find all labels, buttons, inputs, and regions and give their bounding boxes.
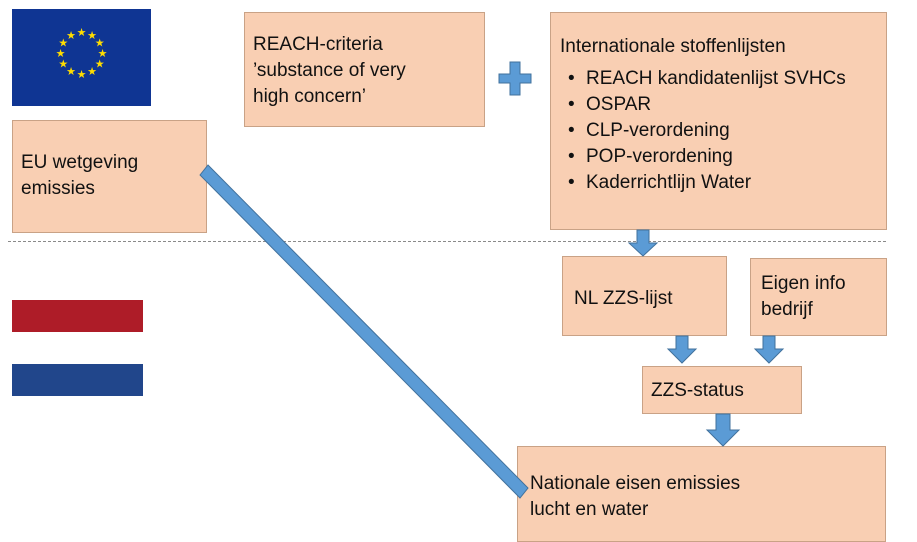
nl-zzs-list-label: NL ZZS-lijst: [574, 288, 673, 309]
plus-icon: [498, 61, 532, 96]
reach-criteria-box: REACH-criteria ’substance of very high c…: [244, 12, 485, 127]
svg-text:★: ★: [66, 65, 76, 78]
eu-flag: ★ ★ ★ ★ ★ ★ ★ ★ ★ ★ ★ ★: [12, 9, 151, 106]
svg-text:★: ★: [66, 29, 76, 42]
company-info-box: Eigen info bedrijf: [750, 258, 887, 336]
svg-text:★: ★: [87, 29, 97, 42]
down-arrow-nl-to-status: [666, 335, 698, 364]
international-lists: REACH kandidatenlijst SVHCs OSPAR CLP-ve…: [560, 66, 886, 196]
svg-text:★: ★: [77, 68, 87, 81]
eu-stars: ★ ★ ★ ★ ★ ★ ★ ★ ★ ★ ★ ★: [56, 26, 108, 81]
svg-text:★: ★: [58, 37, 68, 50]
eu-legislation-line2: emissies: [21, 178, 95, 199]
zzs-status-box: ZZS-status: [642, 366, 802, 414]
down-arrow-info-to-status: [753, 335, 785, 364]
list-item: POP-verordening: [560, 144, 886, 170]
svg-text:★: ★: [77, 26, 87, 39]
down-arrow-intl-to-nl: [627, 229, 659, 257]
reach-criteria-line2: ’substance of very: [253, 60, 406, 81]
list-item: REACH kandidatenlijst SVHCs: [560, 66, 886, 92]
diagonal-arrow: [199, 164, 529, 499]
svg-text:★: ★: [56, 47, 66, 60]
list-item: Kaderrichtlijn Water: [560, 170, 886, 196]
svg-text:★: ★: [98, 47, 108, 60]
company-info-line1: Eigen info: [761, 273, 846, 294]
list-item: CLP-verordening: [560, 118, 886, 144]
svg-text:★: ★: [87, 65, 97, 78]
svg-text:★: ★: [95, 37, 105, 50]
nl-zzs-list-box: NL ZZS-lijst: [562, 256, 727, 336]
national-requirements-line1: Nationale eisen emissies: [530, 473, 741, 494]
reach-criteria-line1: REACH-criteria: [253, 34, 383, 55]
international-lists-box: Internationale stoffenlijsten REACH kand…: [550, 12, 887, 230]
international-lists-title: Internationale stoffenlijsten: [560, 36, 786, 57]
zzs-status-label: ZZS-status: [651, 380, 744, 401]
eu-legislation-box: EU wetgeving emissies: [12, 120, 207, 233]
company-info-line2: bedrijf: [761, 299, 813, 320]
down-arrow-status-to-national: [705, 413, 741, 447]
svg-text:★: ★: [95, 58, 105, 71]
list-item: OSPAR: [560, 92, 886, 118]
nl-flag-red-stripe: [12, 300, 143, 332]
eu-nl-separator-line: [8, 241, 886, 242]
eu-legislation-line1: EU wetgeving: [21, 152, 139, 173]
national-requirements-line2: lucht en water: [530, 499, 649, 520]
svg-text:★: ★: [58, 58, 68, 71]
reach-criteria-line3: high concern’: [253, 86, 367, 107]
nl-flag-blue-stripe: [12, 364, 143, 396]
